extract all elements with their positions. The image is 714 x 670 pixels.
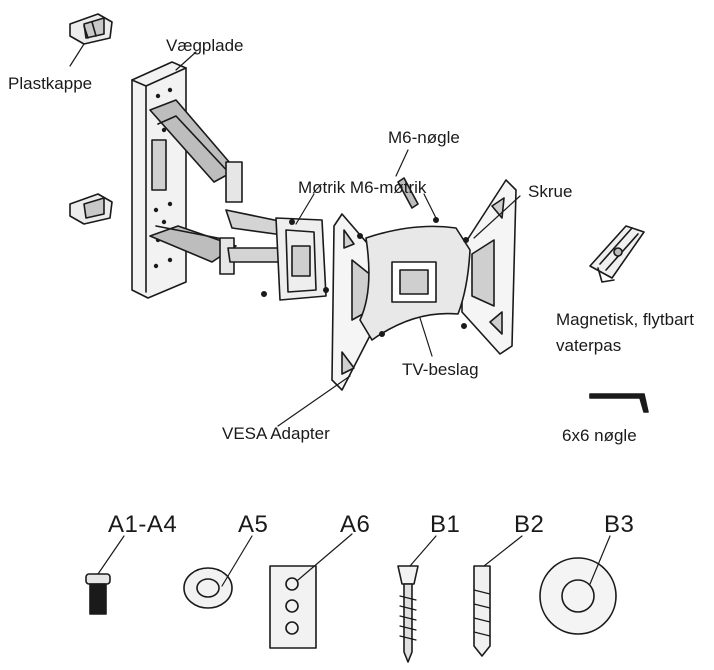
- label-a1-a4: A1-A4: [108, 511, 178, 538]
- label-6x6-noegle: 6x6 nøgle: [562, 426, 637, 445]
- plastic-cap-bottom: [69, 193, 113, 225]
- label-moetrik: Møtrik M6-møtrik: [298, 178, 427, 197]
- label-a5: A5: [238, 511, 269, 538]
- plastic-cap-top: [69, 13, 113, 45]
- bracket-screws: [261, 217, 469, 337]
- part-a5-spacer: [183, 535, 253, 609]
- label-vaterpas: vaterpas: [556, 336, 622, 355]
- part-a6-plate: [269, 533, 353, 649]
- allen-key: [589, 393, 649, 413]
- label-b1: B1: [430, 511, 461, 538]
- arm-head-bracket: [275, 217, 327, 301]
- label-vesa: VESA Adapter: [222, 424, 330, 443]
- label-plastkappe: Plastkappe: [8, 74, 93, 93]
- magnetic-level: [589, 225, 645, 283]
- part-b3-washer: [539, 535, 617, 635]
- tv-bracket: [359, 225, 471, 341]
- part-b2-anchor: [473, 535, 523, 657]
- label-b2: B2: [514, 511, 545, 538]
- label-magnetisk: Magnetisk, flytbart: [556, 310, 694, 329]
- label-tv-beslag: TV-beslag: [402, 360, 479, 379]
- vesa-adapter-right: [461, 179, 517, 355]
- label-skrue: Skrue: [528, 182, 573, 201]
- m6-key: [397, 177, 419, 209]
- part-b1-bolt: [397, 535, 437, 663]
- label-m6-noegle: M6-nøgle: [388, 128, 460, 147]
- part-a1-a4-screw: [85, 535, 125, 615]
- label-a6: A6: [340, 511, 371, 538]
- label-vaegplade: Vægplade: [166, 36, 244, 55]
- leader-lines: [69, 43, 521, 427]
- label-b3: B3: [604, 511, 635, 538]
- arm-upper: [149, 99, 243, 203]
